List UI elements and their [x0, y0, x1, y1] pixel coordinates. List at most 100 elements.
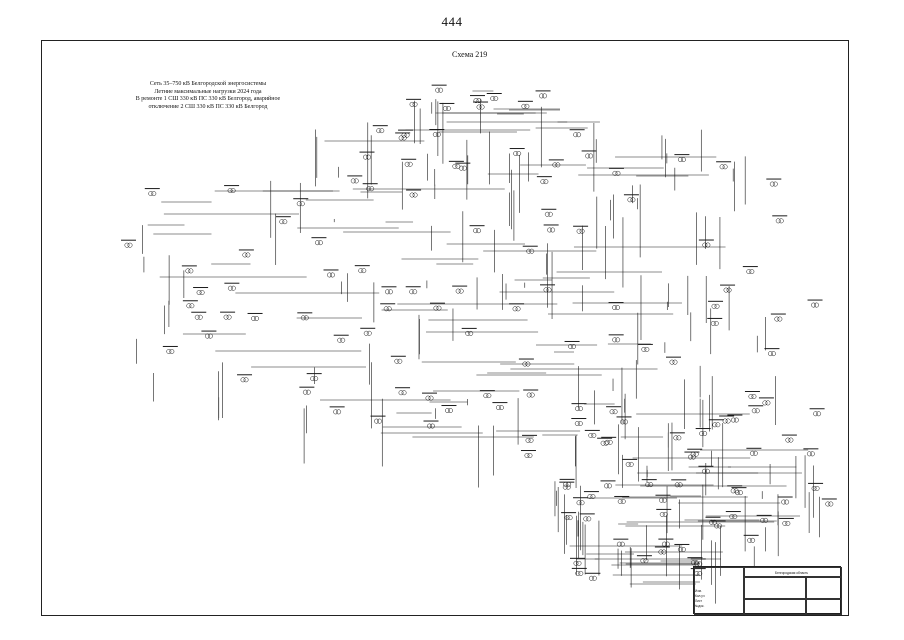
substation-symbol [636, 555, 652, 564]
substation-symbol [548, 159, 564, 168]
substation-symbol [571, 567, 587, 576]
substation-symbol [329, 406, 345, 415]
substation-symbol [705, 516, 721, 525]
substation-symbol [429, 128, 445, 137]
substation-symbol [398, 129, 414, 138]
substation-symbol [564, 340, 580, 349]
substation-symbol [725, 511, 741, 519]
substation-symbol [622, 458, 638, 467]
substation-symbol [601, 436, 617, 445]
substation-symbol [708, 300, 724, 309]
substation-symbol [518, 358, 534, 367]
substation-symbol [716, 161, 732, 170]
substation-symbol [535, 90, 551, 99]
substation-symbol [406, 98, 422, 107]
substation-symbol [536, 176, 552, 185]
substation-symbol [360, 327, 376, 336]
substation-symbol [492, 402, 508, 411]
substation-symbol [561, 512, 577, 521]
substation-symbol [656, 508, 672, 517]
substation-symbol [665, 356, 681, 365]
caption-line: Летние максимальные нагрузки 2024 года [154, 88, 262, 95]
stamp-row-label: Изм. [695, 589, 702, 593]
substation-symbol [583, 491, 599, 500]
substation-symbol [220, 311, 236, 320]
substation-symbol [698, 239, 714, 248]
substation-symbol [120, 239, 136, 248]
substation-symbol [541, 208, 557, 217]
substation-symbol [655, 494, 671, 503]
substation-symbol [573, 497, 589, 506]
substation-symbol [584, 429, 600, 438]
substation-symbol [520, 450, 536, 458]
scheme-title: Схема 219 [452, 50, 488, 59]
substation-symbol [727, 485, 743, 494]
substation-symbol [613, 538, 629, 547]
substation-symbol [674, 543, 690, 552]
substation-symbol [486, 92, 502, 101]
substation-symbol [559, 481, 575, 490]
substation-symbol [455, 162, 471, 171]
substation-symbol [540, 284, 556, 293]
substation-symbol [614, 495, 630, 504]
stamp-description [744, 577, 806, 599]
substation-symbol [743, 534, 759, 543]
substation-symbol [710, 520, 726, 529]
substation-symbol [193, 287, 209, 295]
substation-symbol [406, 189, 422, 198]
substation-symbol [224, 282, 240, 291]
stamp-revisions [694, 567, 744, 615]
substation-symbol [182, 300, 198, 309]
substation-symbol [452, 285, 468, 294]
substation-symbol [359, 151, 375, 160]
substation-symbol [275, 216, 291, 225]
stamp-scheme-name [744, 599, 806, 615]
stamp-organization [806, 599, 842, 615]
substation-symbol [390, 355, 406, 364]
substation-symbol [585, 572, 601, 581]
substation-symbol [381, 286, 397, 295]
substation-symbol [807, 299, 823, 308]
substation-symbol [616, 416, 632, 425]
substation-symbol [674, 154, 690, 163]
substation-symbol [569, 557, 585, 566]
substation-symbol [687, 448, 703, 457]
substation-symbol [671, 479, 687, 488]
substation-symbol [247, 312, 263, 321]
substation-symbol [720, 284, 736, 293]
substation-symbol [299, 386, 315, 395]
substation-symbol [238, 249, 254, 258]
substation-symbol [306, 373, 322, 382]
substation-symbol [746, 447, 762, 456]
substation-symbol [742, 266, 758, 275]
substation-symbol [758, 397, 774, 406]
substation-symbol [781, 434, 797, 443]
substation-symbol [543, 224, 559, 233]
substation-symbol [821, 498, 837, 507]
substation-symbol [744, 390, 760, 399]
substation-symbol [162, 345, 178, 354]
substation-symbol [401, 158, 417, 167]
substation-symbol [772, 215, 788, 224]
substation-symbol [803, 448, 819, 457]
caption-line: В ремонте 1 СШ 330 кВ ПС 330 кВ Белгород… [135, 96, 281, 103]
substation-symbol [439, 102, 455, 111]
substation-symbol [517, 100, 533, 109]
substation-symbol [707, 317, 723, 326]
stamp-sheet-info [806, 577, 842, 599]
substation-symbol [191, 311, 207, 320]
stamp-row-label: Кол.уч [695, 594, 705, 598]
substation-symbol [431, 84, 447, 93]
substation-symbol [461, 327, 477, 336]
substation-symbol [224, 185, 240, 194]
substation-symbol [522, 434, 538, 443]
substation-symbol [201, 330, 217, 339]
substation-symbol [509, 148, 525, 156]
stamp-row-label: №док. [695, 604, 705, 608]
substation-symbol [362, 183, 378, 192]
substation-symbol [608, 167, 624, 176]
substation-symbol [808, 482, 824, 491]
substation-symbol [405, 286, 421, 295]
substation-symbol [727, 414, 743, 423]
